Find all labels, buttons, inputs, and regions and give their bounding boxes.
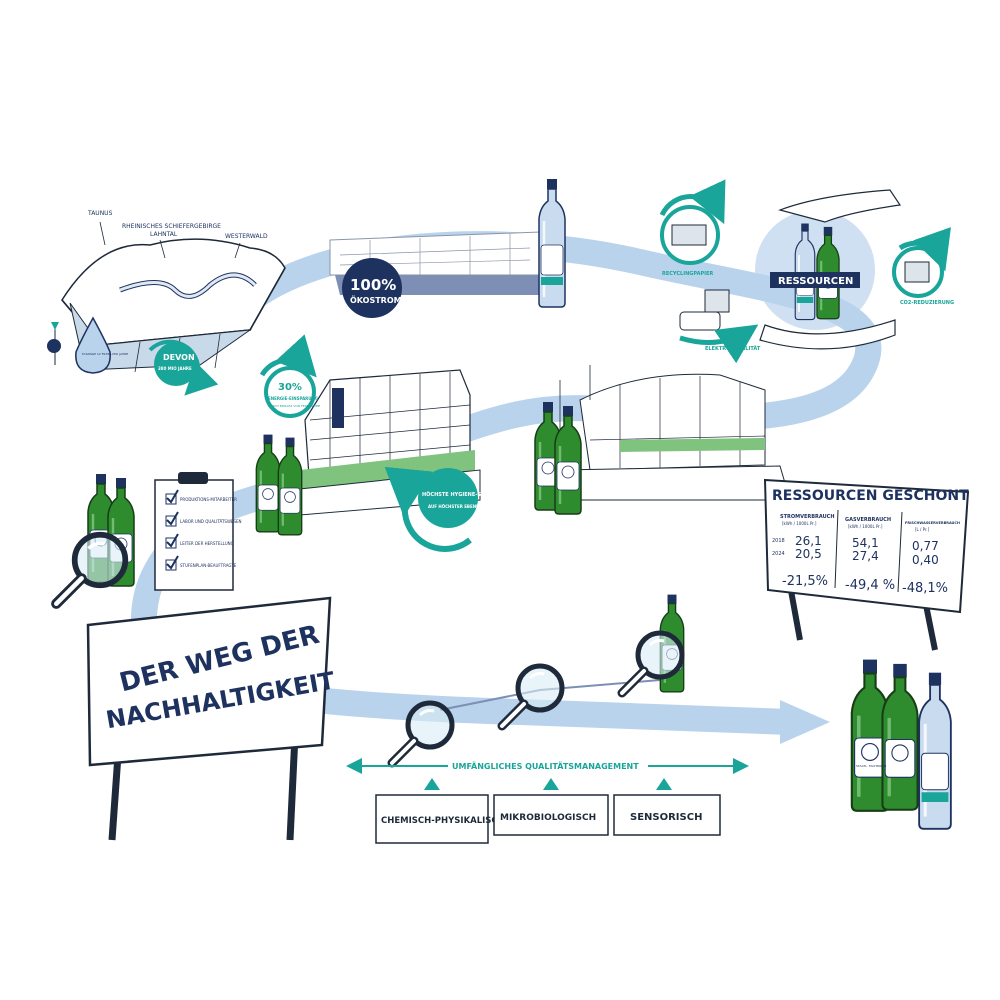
- col2-2024: 27,4: [852, 549, 879, 563]
- col3-unit: [L / Pr.]: [915, 527, 930, 532]
- journey-arrowhead: [780, 700, 830, 744]
- green-bottle-mid-1: [255, 433, 281, 533]
- magnifier-left: [56, 535, 125, 604]
- quality-box-sensorisch: SENSORISCH: [613, 794, 721, 836]
- green-bottle-right-2: [553, 404, 583, 516]
- devon-title: DEVON: [163, 353, 195, 362]
- energy-badge: 30% ENERGIE-EINSPARUNG DURCH EINSATZ VON…: [259, 334, 320, 418]
- col1-change: -21,5%: [782, 574, 828, 589]
- landscape-block: TAUNUS RHEINISCHES SCHIEFERGEBIRGE LAHNT…: [47, 210, 286, 396]
- devon-sub: 380 MIO JAHRE: [158, 366, 192, 371]
- green-bottle-mid-2: [277, 436, 303, 536]
- quality-label: UMFÄNGLICHES QUALITÄTSMANAGEMENT: [452, 761, 639, 771]
- col3-2018: 0,77: [912, 539, 939, 553]
- co2-icon: [892, 227, 951, 298]
- water-drop: M RANGE 12 FILTRA MIO JAHRE: [75, 316, 128, 374]
- green-bottle-final-2: [880, 662, 920, 812]
- clear-bottle-top: [537, 177, 567, 309]
- energy-label: ENERGIE-EINSPARUNG: [268, 396, 318, 401]
- svg-text:MIKROBIOLOGISCH: MIKROBIOLOGISCH: [500, 813, 596, 823]
- col2-header: GASVERBRAUCH: [845, 517, 891, 523]
- recycling-label: RECYCLINGPAPIER: [662, 271, 713, 277]
- svg-text:STUFENPLAN-BEAUFTRAGTE: STUFENPLAN-BEAUFTRAGTE: [180, 563, 237, 568]
- emobility-icon: [679, 289, 759, 364]
- hygiene-badge: HÖCHSTE HYGIENE-STANDARDS AUF HÖCHSTER E…: [384, 466, 512, 552]
- resources-hands: RESSOURCEN RECYCLINGPAPIER CO2-REDUZIERU…: [659, 179, 954, 364]
- oekostrom-badge: 100% ÖKOSTROM: [342, 258, 402, 318]
- col2-2018: 54,1: [852, 536, 879, 550]
- col3-header: FRISCHWASSERVERBRAUCH: [905, 521, 960, 525]
- checklist-item-1: PRODUKTIONS-MITARBEITER: [165, 489, 237, 505]
- col2-change: -49,4 %: [845, 578, 895, 593]
- col3-change: -48,1%: [902, 581, 948, 596]
- col3-2024: 0,40: [912, 553, 939, 567]
- svg-text:SENSORISCH: SENSORISCH: [630, 812, 702, 823]
- hygiene-label: HÖCHSTE HYGIENE-STANDARDS: [422, 491, 512, 498]
- clear-bottle-final: [917, 671, 953, 831]
- quality-box-mikrobiologisch: MIKROBIOLOGISCH: [493, 794, 609, 836]
- energy-value: 30%: [278, 382, 302, 393]
- checklist-board: [154, 472, 234, 591]
- resources-banner: [770, 272, 860, 288]
- ressourcen-board: RESSOURCEN GESCHONT STROMVERBRAUCH [kWh …: [763, 478, 969, 651]
- resources-banner-label: RESSOURCEN: [778, 276, 853, 287]
- year-2024: 2024: [772, 551, 785, 557]
- col1-2018: 26,1: [795, 534, 822, 548]
- quality-box-chemisch: CHEMISCH-PHYSIKALISCH: [375, 794, 505, 844]
- recycling-icon: [659, 179, 726, 265]
- svg-text:PRODUKTIONS-MITARBEITER: PRODUKTIONS-MITARBEITER: [180, 497, 237, 502]
- col2-unit: [kWh / 1000L Pr.]: [848, 524, 883, 529]
- svg-text:CHEMISCH-PHYSIKALISCH: CHEMISCH-PHYSIKALISCH: [381, 816, 505, 826]
- emobility-label: ELEKTROMOBILITÄT: [705, 345, 761, 352]
- bottle-label-final: STAATL. FACHINGEN: [856, 764, 886, 768]
- svg-text:LEITER DER HERSTELLUNG: LEITER DER HERSTELLUNG: [180, 541, 234, 546]
- checklist-item-2: LABOR UND QUALITÄTSWESEN: [165, 511, 242, 527]
- landscape-label-lahntal: LAHNTAL: [150, 231, 178, 238]
- col1-2024: 20,5: [795, 547, 822, 561]
- svg-text:M RANGE 12 FILTRA MIO JAHRE: M RANGE 12 FILTRA MIO JAHRE: [82, 352, 128, 356]
- checklist-item-4: STUFENPLAN-BEAUFTRAGTE: [165, 555, 237, 571]
- title-sign: DER WEG DER NACHHALTIGKEIT: [86, 596, 337, 841]
- landscape-label-schiefergebirge: RHEINISCHES SCHIEFERGEBIRGE: [122, 223, 221, 230]
- svg-text:LABOR UND QUALITÄTSWESEN: LABOR UND QUALITÄTSWESEN: [180, 519, 242, 524]
- year-2018: 2018: [772, 538, 785, 544]
- energy-sub: DURCH EINSATZ VON FERNWÄRME: [268, 403, 320, 408]
- hygiene-sub: AUF HÖCHSTER EBENE: [428, 504, 479, 509]
- col1-header: STROMVERBRAUCH: [780, 514, 835, 520]
- oekostrom-label: ÖKOSTROM: [350, 295, 402, 305]
- checklist-item-3: LEITER DER HERSTELLUNG: [165, 533, 234, 549]
- co2-label: CO2-REDUZIERUNG: [900, 300, 954, 306]
- factory-right: [559, 365, 791, 501]
- landscape-label-taunus: TAUNUS: [87, 210, 113, 217]
- devon-badge: DEVON 380 MIO JAHRE: [148, 339, 219, 396]
- oekostrom-value: 100%: [350, 276, 396, 294]
- col1-unit: [kWh / 1000L Pr.]: [782, 521, 817, 526]
- landscape-label-westerwald: WESTERWALD: [225, 233, 268, 240]
- ressourcen-title: RESSOURCEN GESCHONT: [772, 488, 969, 504]
